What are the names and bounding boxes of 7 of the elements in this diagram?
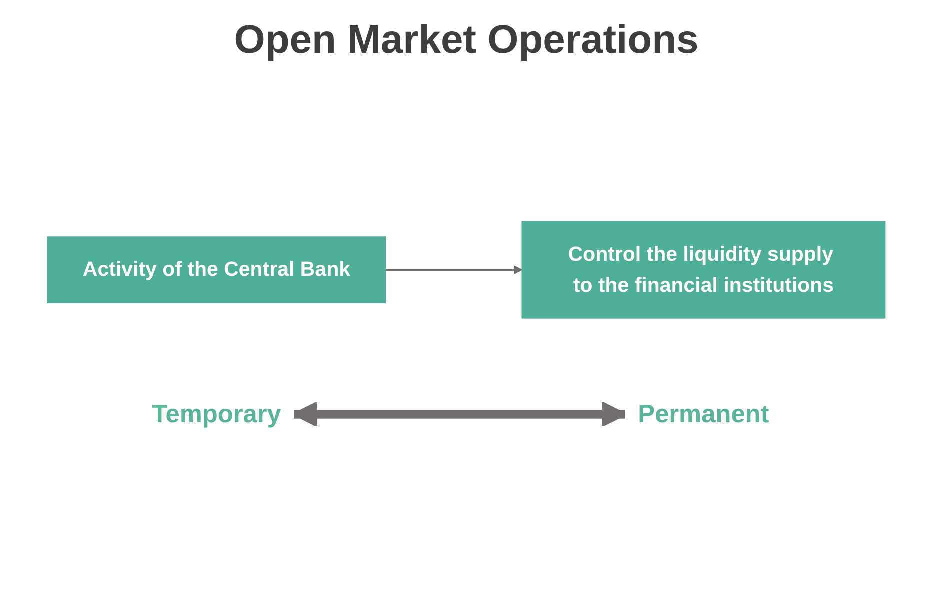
arrow [292, 402, 627, 428]
arrow [386, 266, 523, 274]
title: Open Market Operations [234, 17, 699, 64]
node-text: Permanent [638, 399, 770, 429]
node-box: Activity of the Central Bank [47, 236, 386, 304]
node-text: Temporary [152, 399, 282, 429]
node-box: Control the liquidity supply to the financial institutions [522, 221, 886, 319]
